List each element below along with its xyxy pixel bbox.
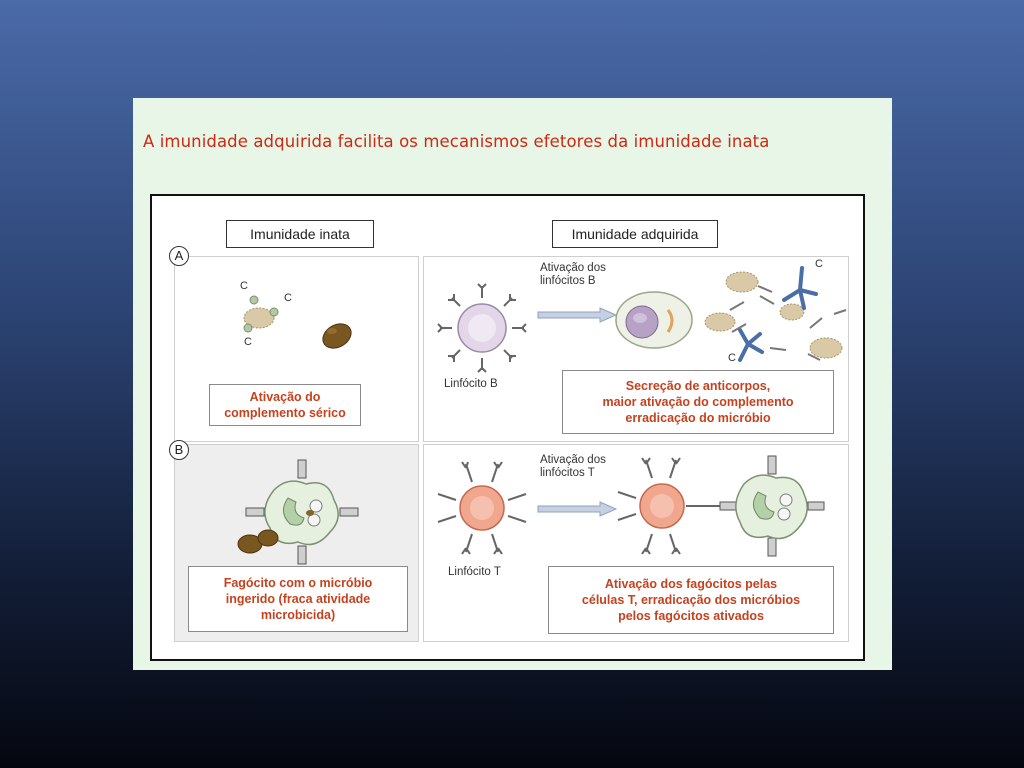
caption-line: microbicida) <box>260 608 336 622</box>
microbe-with-complement <box>243 307 275 329</box>
antibody-complement-label: C <box>815 258 823 270</box>
label-line: linfócitos B <box>540 275 596 287</box>
b-lymphocyte <box>437 283 527 373</box>
slide-title: A imunidade adquirida facilita os mecani… <box>143 132 770 151</box>
caption-line: erradicação do micróbio <box>625 411 771 425</box>
label-line: Ativação dos <box>540 454 606 466</box>
complement-molecule <box>249 295 259 305</box>
b-activation-label: Ativação dos linfócitos B <box>540 262 606 288</box>
t-lymphocyte-label: Linfócito T <box>448 566 501 578</box>
figure: Imunidade inata Imunidade adquirida A B … <box>150 194 865 661</box>
panel-a-letter: A <box>169 246 189 266</box>
caption-line: Ativação dos fagócitos pelas <box>604 577 778 591</box>
label-line: Ativação dos <box>540 262 606 274</box>
caption-line: complemento sérico <box>224 406 346 420</box>
caption-line: maior ativação do complemento <box>602 395 794 409</box>
panel-b-letter: B <box>169 440 189 460</box>
phagocyte-illustration <box>245 459 359 565</box>
plasma-cell <box>615 291 693 349</box>
b-activation-arrow <box>537 307 618 323</box>
innate-caption-b: Fagócito com o micróbio ingerido (fraca … <box>188 566 408 632</box>
complement-label: C <box>244 336 252 348</box>
b-lymphocyte-label: Linfócito B <box>444 378 498 390</box>
activated-phagocyte-cell <box>735 474 808 540</box>
acquired-column-title: Imunidade adquirida <box>552 220 718 248</box>
label-line: linfócitos T <box>540 467 595 479</box>
t-activation-label: Ativação dos linfócitos T <box>540 454 606 480</box>
antibody-complement-label: C <box>728 352 736 364</box>
activated-t-cell-and-phagocyte <box>617 455 825 557</box>
caption-line: células T, erradicação dos micróbios <box>581 593 801 607</box>
complement-molecule <box>243 323 253 333</box>
t-activation-arrow <box>537 501 618 517</box>
complement-microbe-illustration <box>243 295 279 333</box>
slide: A imunidade adquirida facilita os mecani… <box>133 98 892 670</box>
caption-line: ingerido (fraca atividade <box>225 592 371 606</box>
phagocyte-cell <box>264 480 339 546</box>
caption-line: pelos fagócitos ativados <box>618 609 764 623</box>
caption-line: Ativação do <box>249 390 321 404</box>
innate-caption-a: Ativação do complemento sérico <box>209 384 361 426</box>
t-lymphocyte <box>437 461 527 555</box>
complement-label: C <box>284 292 292 304</box>
caption-line: Secreção de anticorpos, <box>625 379 771 393</box>
caption-line: Fagócito com o micróbio <box>223 576 373 590</box>
microbe-brown <box>237 529 279 554</box>
acquired-caption-b: Ativação dos fagócitos pelas células T, … <box>548 566 834 634</box>
acquired-caption-a: Secreção de anticorpos, maior ativação d… <box>562 370 834 434</box>
innate-column-title: Imunidade inata <box>226 220 374 248</box>
antibody-microbe-complex <box>704 266 847 362</box>
microbe-brown <box>322 323 352 349</box>
complement-molecule <box>269 307 279 317</box>
complement-label: C <box>240 280 248 292</box>
